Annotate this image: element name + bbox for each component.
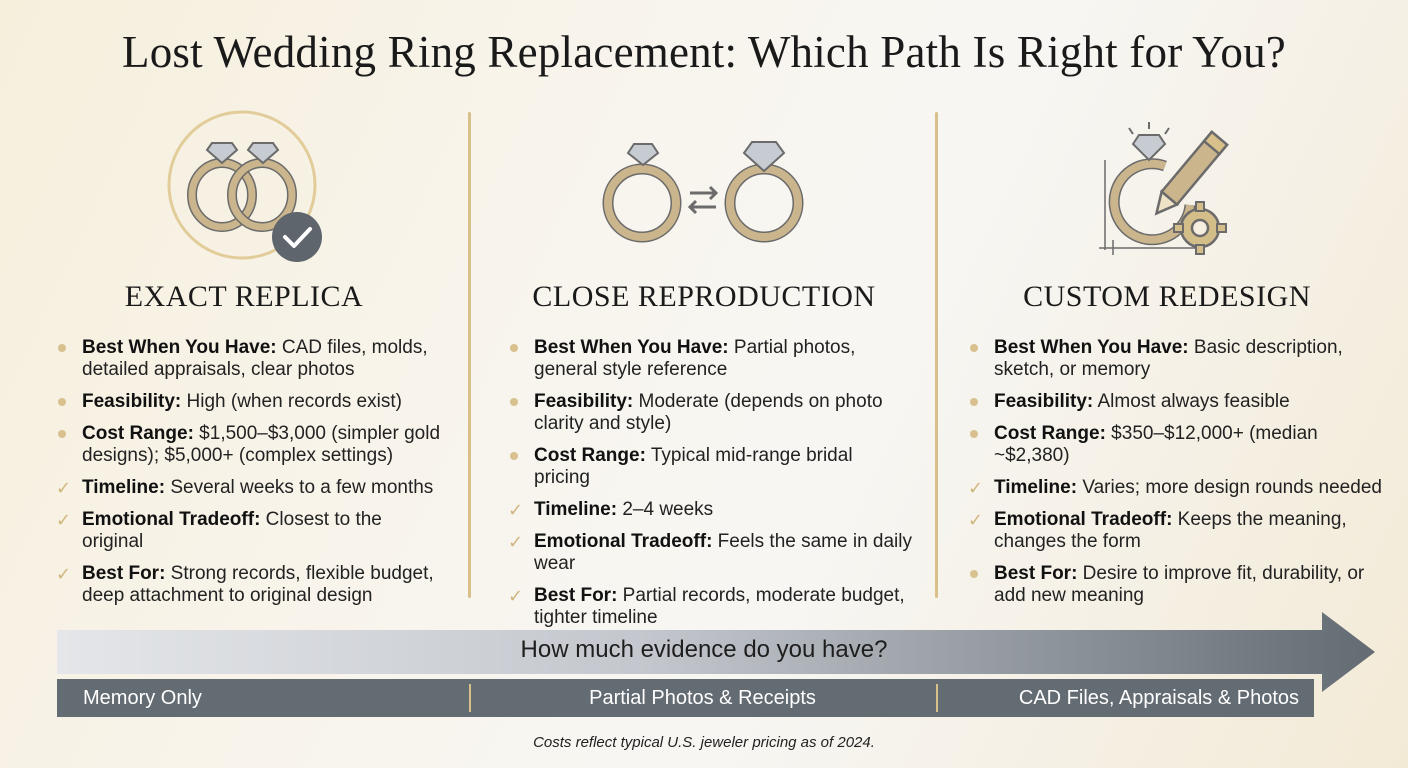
list-item: ✓ Timeline: Varies; more design rounds ne… — [968, 477, 1388, 499]
custom-redesign-heading: CUSTOM REDESIGN — [1023, 280, 1311, 313]
list-item: ✓ Emotional Tradeoff: Feels the same in d… — [508, 531, 913, 575]
item-text: Feels the same in daily wear — [534, 531, 912, 574]
page-title: Lost Wedding Ring Replacement: Which Pat… — [122, 27, 1286, 77]
item-text: Moderate (depends on photo clarity and s… — [534, 391, 883, 434]
item-label: Best For: — [994, 563, 1078, 584]
bullet-dot-icon — [970, 344, 978, 352]
close-reproduction-heading: CLOSE REPRODUCTION — [532, 280, 876, 313]
item-label: Best When You Have: — [534, 337, 729, 358]
item-label: Emotional Tradeoff: — [994, 509, 1173, 530]
evidence-level-cad: CAD Files, Appraisals & Photos — [1018, 687, 1299, 709]
list-item: ✓ Best For: Partial records, moderate bud… — [508, 585, 913, 629]
item-label: Emotional Tradeoff: — [82, 509, 261, 530]
close-reproduction-list: Best When You Have: Partial photos, gene… — [508, 337, 913, 639]
evidence-arrow — [57, 612, 1375, 692]
evidence-level-partial: Partial Photos & Receipts — [589, 687, 816, 709]
custom-redesign-list: Best When You Have: Basic description, s… — [968, 337, 1388, 617]
list-item: Feasibility: Moderate (depends on photo … — [508, 391, 913, 435]
bullet-dot-icon — [510, 452, 518, 460]
item-label: Cost Range: — [82, 423, 194, 444]
bullet-dot-icon — [970, 398, 978, 406]
item-text: Partial photos, general style reference — [534, 337, 856, 380]
column-divider-right — [935, 112, 938, 598]
list-item: ✓ Best For: Strong records, flexible budg… — [56, 563, 446, 607]
check-icon: ✓ — [56, 564, 72, 584]
item-label: Feasibility: — [82, 391, 182, 412]
list-item: Best When You Have: CAD files, molds, de… — [56, 337, 446, 381]
bullet-dot-icon — [970, 430, 978, 438]
item-text: Strong records, flexible budget, deep at… — [82, 563, 434, 606]
list-item: Best When You Have: Basic description, s… — [968, 337, 1388, 381]
check-icon: ✓ — [56, 510, 72, 530]
item-text: Several weeks to a few months — [165, 477, 434, 498]
list-item: Cost Range: $1,500–$3,000 (simpler gold … — [56, 423, 446, 467]
item-text: CAD files, molds, detailed appraisals, c… — [82, 337, 428, 380]
list-item: Feasibility: High (when records exist) — [56, 391, 446, 413]
check-icon: ✓ — [508, 500, 524, 520]
evidence-separator — [469, 684, 471, 712]
check-icon: ✓ — [508, 532, 524, 552]
item-label: Cost Range: — [994, 423, 1106, 444]
check-icon: ✓ — [968, 510, 984, 530]
list-item: ✓ Timeline: 2–4 weeks — [508, 499, 913, 521]
check-icon: ✓ — [56, 478, 72, 498]
item-text: Closest to the original — [82, 509, 382, 552]
item-text: Typical mid-range bridal pricing — [534, 445, 853, 488]
list-item: Feasibility: Almost always feasible — [968, 391, 1388, 413]
bullet-dot-icon — [58, 398, 66, 406]
item-label: Feasibility: — [994, 391, 1094, 412]
interlocked-rings-check-icon — [167, 110, 322, 262]
evidence-level-memory: Memory Only — [83, 687, 202, 709]
item-text: Partial records, moderate budget, tighte… — [534, 585, 905, 628]
item-text: 2–4 weeks — [617, 499, 714, 520]
item-text: Desire to improve fit, durability, or ad… — [994, 563, 1365, 606]
exact-replica-list: Best When You Have: CAD files, molds, de… — [56, 337, 446, 617]
item-text: $1,500–$3,000 (simpler gold designs); $5… — [82, 423, 441, 466]
item-label: Best For: — [82, 563, 166, 584]
bullet-dot-icon — [510, 398, 518, 406]
bullet-dot-icon — [58, 344, 66, 352]
item-label: Timeline: — [82, 477, 166, 498]
exact-replica-heading: EXACT REPLICA — [124, 280, 364, 313]
list-item: Cost Range: Typical mid-range bridal pri… — [508, 445, 913, 489]
footnote: Costs reflect typical U.S. jeweler prici… — [533, 734, 875, 751]
list-item: ✓ Timeline: Several weeks to a few months — [56, 477, 446, 499]
item-text: Almost always feasible — [1093, 391, 1290, 412]
item-label: Best For: — [534, 585, 618, 606]
item-text: Basic description, sketch, or memory — [994, 337, 1343, 380]
item-text: Varies; more design rounds needed — [1077, 477, 1382, 498]
ring-pencil-gear-icon — [1099, 122, 1229, 255]
item-label: Cost Range: — [534, 445, 646, 466]
item-label: Timeline: — [534, 499, 618, 520]
item-label: Timeline: — [994, 477, 1078, 498]
two-rings-exchange-icon — [602, 141, 804, 243]
list-item: Best When You Have: Partial photos, gene… — [508, 337, 913, 381]
bullet-dot-icon — [970, 570, 978, 578]
item-label: Feasibility: — [534, 391, 634, 412]
list-item: ✓ Emotional Tradeoff: Keeps the meaning, … — [968, 509, 1388, 553]
evidence-question: How much evidence do you have? — [520, 636, 888, 663]
item-text: High (when records exist) — [181, 391, 402, 412]
item-label: Best When You Have: — [82, 337, 277, 358]
item-text: Keeps the meaning, changes the form — [994, 509, 1347, 552]
evidence-separator — [936, 684, 938, 712]
list-item: ✓ Emotional Tradeoff: Closest to the orig… — [56, 509, 446, 553]
item-label: Best When You Have: — [994, 337, 1189, 358]
list-item: Best For: Desire to improve fit, durabil… — [968, 563, 1388, 607]
column-divider-left — [468, 112, 471, 598]
evidence-scale: Memory Only Partial Photos & Receipts CA… — [57, 679, 1314, 717]
bullet-dot-icon — [58, 430, 66, 438]
item-label: Emotional Tradeoff: — [534, 531, 713, 552]
check-icon: ✓ — [968, 478, 984, 498]
bullet-dot-icon — [510, 344, 518, 352]
list-item: Cost Range: $350–$12,000+ (median ~$2,38… — [968, 423, 1388, 467]
item-text: $350–$12,000+ (median ~$2,380) — [994, 423, 1318, 466]
check-icon: ✓ — [508, 586, 524, 606]
